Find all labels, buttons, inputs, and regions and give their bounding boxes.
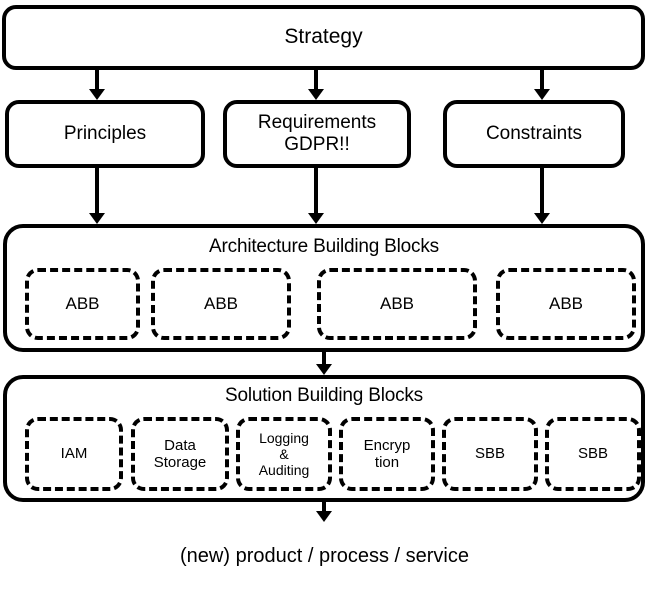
- sbb-block-6[interactable]: SBB: [545, 417, 641, 491]
- sbb-block-encryption-label-group: Encryp tion: [364, 437, 411, 472]
- abb-container-title: Architecture Building Blocks: [209, 236, 439, 257]
- principles-label: Principles: [63, 122, 147, 144]
- sbb-block-logging-auditing[interactable]: Logging & Auditing: [236, 417, 332, 491]
- constraints-label: Constraints: [485, 122, 583, 144]
- requirements-label-group: Requirements GDPR!!: [258, 112, 376, 157]
- sbb-block-logging-auditing-line3: Auditing: [258, 462, 310, 479]
- abb-block-1-label: ABB: [65, 294, 100, 314]
- arrow-requirements-to-abb: [307, 168, 325, 224]
- sbb-block-6-label: SBB: [577, 445, 608, 463]
- strategy-box[interactable]: Strategy: [2, 5, 645, 70]
- arrow-strategy-to-principles: [88, 70, 106, 100]
- requirements-label-line1: Requirements: [257, 111, 377, 133]
- requirements-label-line2: GDPR!!: [284, 134, 350, 155]
- abb-block-3-label: ABB: [379, 294, 415, 314]
- arrow-strategy-to-constraints: [533, 70, 551, 100]
- sbb-block-5[interactable]: SBB: [442, 417, 538, 491]
- sbb-block-data-storage[interactable]: Data Storage: [131, 417, 229, 491]
- arrow-strategy-to-requirements: [307, 70, 325, 100]
- sbb-block-5-label: SBB: [474, 445, 505, 463]
- strategy-label: Strategy: [284, 25, 363, 49]
- sbb-block-encryption-line1: Encryp: [363, 436, 411, 454]
- arrow-constraints-to-abb: [533, 168, 551, 224]
- abb-block-1[interactable]: ABB: [25, 268, 140, 340]
- arrow-principles-to-abb: [88, 168, 106, 224]
- arrow-abb-to-sbb: [315, 352, 333, 375]
- abb-block-2[interactable]: ABB: [151, 268, 291, 340]
- sbb-block-encryption[interactable]: Encryp tion: [339, 417, 435, 491]
- abb-block-4[interactable]: ABB: [496, 268, 636, 340]
- requirements-box[interactable]: Requirements GDPR!!: [223, 100, 411, 168]
- sbb-container-title: Solution Building Blocks: [225, 385, 423, 406]
- arrow-sbb-to-output: [315, 502, 333, 522]
- solution-building-blocks-container: Solution Building Blocks IAM Data Storag…: [3, 375, 645, 502]
- abb-block-3[interactable]: ABB: [317, 268, 477, 340]
- architecture-building-blocks-container: Architecture Building Blocks ABB ABB ABB…: [3, 224, 645, 352]
- sbb-block-encryption-line2: tion: [374, 454, 400, 471]
- sbb-block-iam-label: IAM: [60, 445, 88, 463]
- abb-block-4-label: ABB: [548, 294, 584, 314]
- sbb-block-logging-auditing-label-group: Logging & Auditing: [259, 430, 310, 478]
- output-label: (new) product / process / service: [180, 545, 469, 567]
- sbb-block-data-storage-label-group: Data Storage: [154, 437, 207, 472]
- sbb-block-data-storage-line1: Data: [164, 436, 196, 454]
- principles-box[interactable]: Principles: [5, 100, 205, 168]
- sbb-block-logging-auditing-line1: Logging: [259, 429, 309, 446]
- sbb-block-iam[interactable]: IAM: [25, 417, 123, 491]
- sbb-block-logging-auditing-line2: &: [279, 445, 289, 462]
- sbb-block-data-storage-line2: Storage: [153, 454, 207, 471]
- abb-block-2-label: ABB: [203, 294, 239, 314]
- constraints-box[interactable]: Constraints: [443, 100, 625, 168]
